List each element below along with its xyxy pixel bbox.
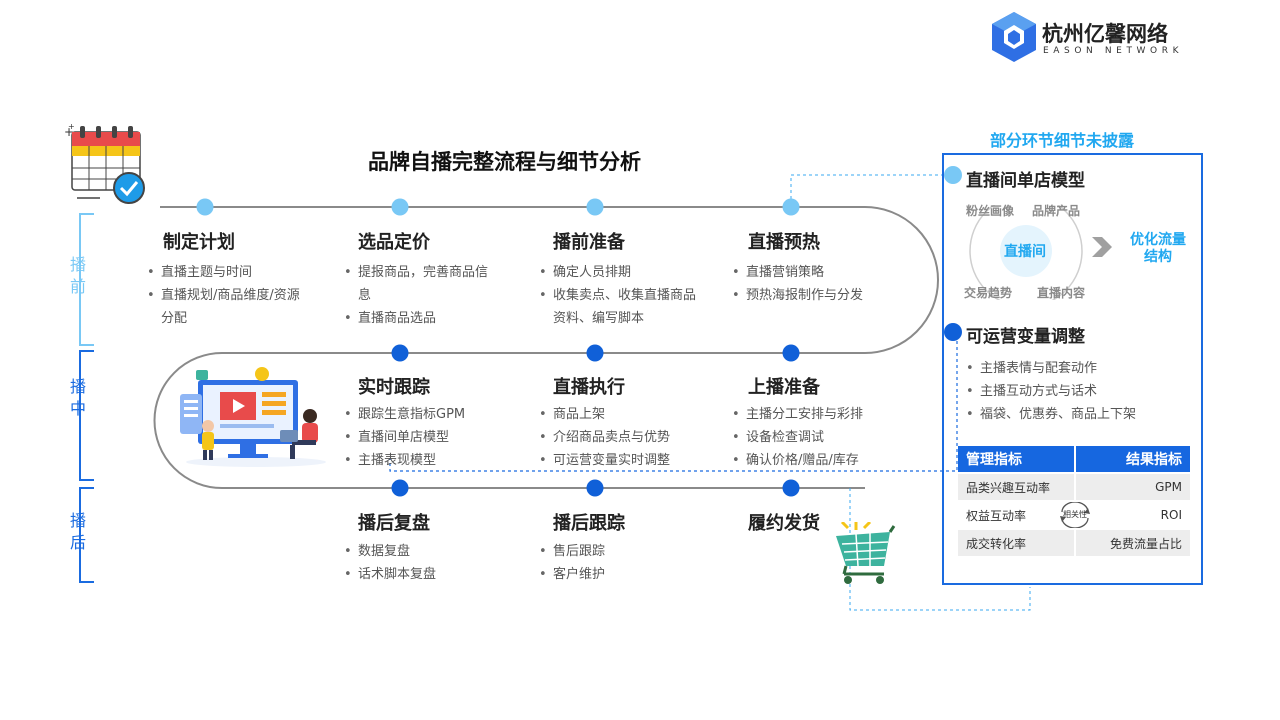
list-item: 提报商品，完善商品信息: [342, 261, 490, 307]
section-dot: [944, 166, 962, 184]
step-items: 直播营销策略 预热海报制作与分发: [730, 261, 900, 307]
step-title: 制定计划: [163, 232, 235, 253]
step-dot: [391, 344, 409, 362]
chevron-right-icon: [1092, 237, 1112, 257]
table-cell: ROI: [1160, 508, 1182, 522]
model-result: 优化流量结构: [1130, 232, 1186, 265]
phase-label-post: 播后: [69, 511, 86, 552]
step-title: 播后复盘: [358, 513, 430, 534]
list-item: 确定人员排期: [537, 261, 703, 284]
table-cell: GPM: [1076, 474, 1190, 500]
shopping-cart-icon: [832, 520, 896, 586]
logo-hex-icon: [992, 12, 1036, 62]
step-dot: [586, 479, 604, 497]
list-item: 主播互动方式与话术: [964, 380, 1194, 403]
model-center: 直播间: [1004, 244, 1046, 260]
list-item: 售后跟踪: [537, 540, 677, 563]
step-items: 跟踪生意指标GPM 直播间单店模型 主播表现模型: [342, 403, 502, 472]
list-item: 客户维护: [537, 563, 677, 586]
panel-title: 部分环节细节未披露: [990, 131, 1135, 150]
step-title: 直播预热: [748, 232, 820, 253]
list-item: 设备检查调试: [730, 426, 900, 449]
step-title: 上播准备: [748, 377, 820, 398]
step-title: 履约发货: [748, 513, 820, 534]
model-title: 直播间单店模型: [966, 171, 1085, 191]
table-cell: 免费流量占比: [1076, 530, 1190, 556]
list-item: 直播规划/商品维度/资源分配: [145, 284, 305, 330]
model-corner: 粉丝画像: [966, 204, 1015, 218]
step-title: 直播执行: [553, 377, 625, 398]
table-row: 权益互动率 ROI: [958, 502, 1190, 528]
svg-text:+: +: [64, 125, 74, 139]
step-items: 直播主题与时间 直播规划/商品维度/资源分配: [145, 261, 305, 330]
list-item: 话术脚本复盘: [342, 563, 482, 586]
table-cell: 权益互动率: [966, 508, 1027, 523]
step-items: 确定人员排期 收集卖点、收集直播商品资料、编写脚本: [537, 261, 703, 330]
step-dot: [586, 344, 604, 362]
list-item: 跟踪生意指标GPM: [342, 403, 502, 426]
list-item: 直播营销策略: [730, 261, 900, 284]
list-item: 可运营变量实时调整: [537, 449, 707, 472]
logo-subtitle: EASON NETWORK: [1043, 46, 1184, 56]
table-row: 成交转化率 免费流量占比: [958, 530, 1190, 556]
list-item: 商品上架: [537, 403, 707, 426]
phase-label-pre: 播前: [69, 255, 86, 296]
model-cycle-diagram: [969, 205, 1083, 300]
step-dot: [391, 479, 409, 497]
list-item: 主播表现模型: [342, 449, 502, 472]
step-items: 商品上架 介绍商品卖点与优势 可运营变量实时调整: [537, 403, 707, 472]
model-corner: 直播内容: [1037, 286, 1086, 300]
svg-text:+: +: [68, 122, 75, 131]
cycle-arrows-icon: [1058, 501, 1092, 529]
table-row: 品类兴趣互动率 GPM: [958, 474, 1190, 500]
list-item: 介绍商品卖点与优势: [537, 426, 707, 449]
list-item: 数据复盘: [342, 540, 482, 563]
step-dot: [782, 479, 800, 497]
list-item: 主播表情与配套动作: [964, 357, 1194, 380]
step-items: 主播分工安排与彩排 设备检查调试 确认价格/赠品/库存: [730, 403, 900, 472]
list-item: 直播主题与时间: [145, 261, 305, 284]
model-corner: 品牌产品: [1032, 204, 1081, 218]
step-items: 售后跟踪 客户维护: [537, 540, 677, 586]
step-dot: [782, 344, 800, 362]
detail-panel: [942, 153, 1203, 585]
table-header: 结果指标: [1076, 446, 1190, 472]
table-header: 管理指标: [958, 446, 1074, 472]
phase-label-mid: 播中: [69, 377, 86, 418]
list-item: 主播分工安排与彩排: [730, 403, 900, 426]
step-dot: [391, 198, 409, 216]
relation-label: 相关性: [1063, 510, 1087, 519]
step-items: 提报商品，完善商品信息 直播商品选品: [342, 261, 490, 330]
list-item: 福袋、优惠券、商品上下架: [964, 403, 1194, 426]
list-item: 直播商品选品: [342, 307, 490, 330]
step-title: 选品定价: [358, 232, 430, 253]
list-item: 直播间单店模型: [342, 426, 502, 449]
table-cell: 成交转化率: [958, 530, 1074, 556]
live-stream-illustration-icon: [176, 366, 332, 468]
company-logo: [990, 10, 1038, 64]
metrics-table: 管理指标 结果指标 品类兴趣互动率 GPM 权益互动率 ROI 成交转化率 免费…: [956, 444, 1192, 558]
list-item: 收集卖点、收集直播商品资料、编写脚本: [537, 284, 703, 330]
variables-title: 可运营变量调整: [966, 327, 1085, 347]
section-dot: [944, 323, 962, 341]
step-items: 数据复盘 话术脚本复盘: [342, 540, 482, 586]
page-title: 品牌自播完整流程与细节分析: [368, 150, 641, 174]
step-title: 播后跟踪: [553, 513, 625, 534]
variables-list: 主播表情与配套动作 主播互动方式与话术 福袋、优惠券、商品上下架: [964, 357, 1194, 426]
step-dot: [586, 198, 604, 216]
step-dot: [782, 198, 800, 216]
step-dot: [196, 198, 214, 216]
phase-brackets: [79, 213, 94, 583]
table-cell: 品类兴趣互动率: [958, 474, 1074, 500]
logo-name: 杭州亿馨网络: [1042, 22, 1168, 46]
model-corner: 交易趋势: [964, 286, 1013, 300]
calendar-check-icon: + +: [62, 122, 152, 208]
step-title: 实时跟踪: [358, 377, 430, 398]
list-item: 确认价格/赠品/库存: [730, 449, 900, 472]
step-title: 播前准备: [553, 232, 625, 253]
list-item: 预热海报制作与分发: [730, 284, 900, 307]
